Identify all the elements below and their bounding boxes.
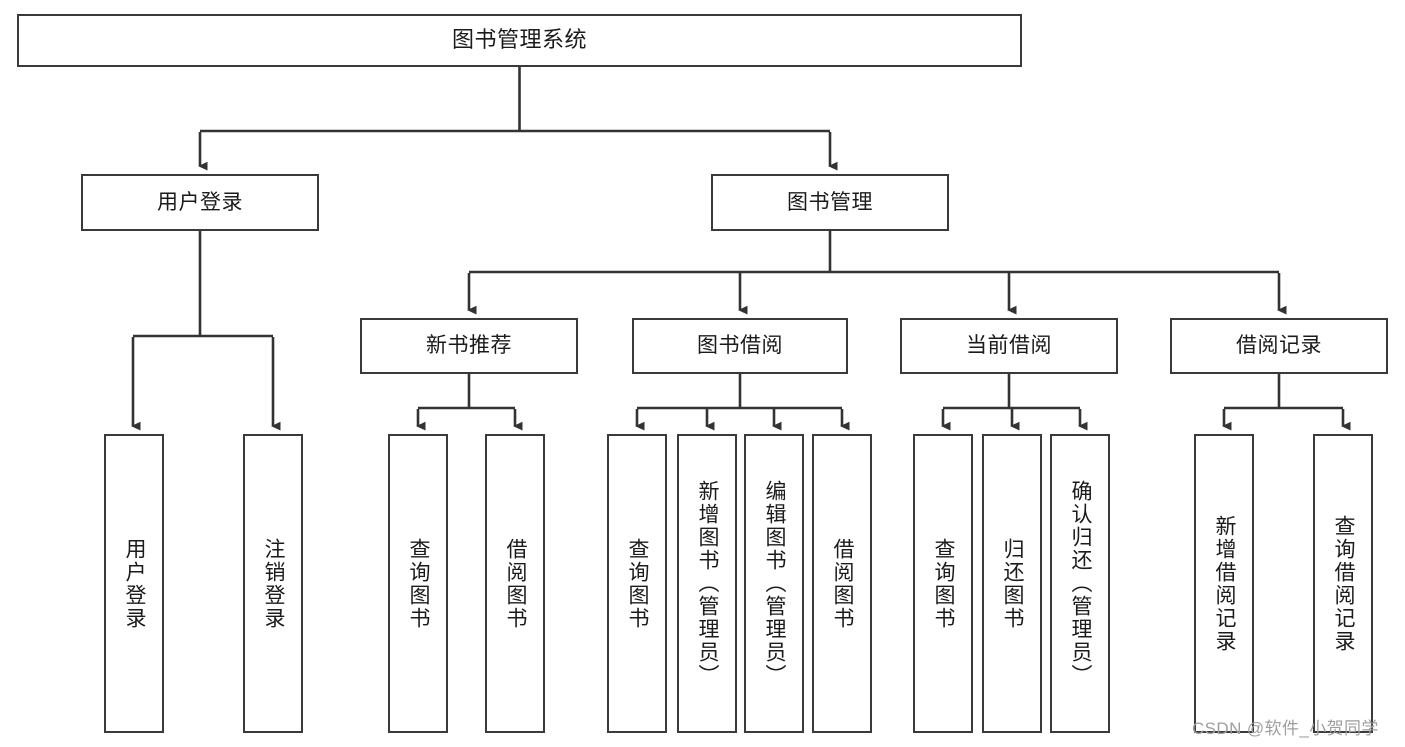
node-leaf-query-record-label: 查询借阅记录 — [1332, 514, 1356, 653]
node-leaf-borrow-book-1[interactable]: 借阅图书 — [485, 434, 545, 733]
watermark-text: CSDN @软件_小贺同学 — [1192, 719, 1379, 738]
node-user-login[interactable]: 用户登录 — [81, 174, 319, 231]
node-borrow-record-label: 借阅记录 — [1236, 334, 1322, 358]
node-book-borrow[interactable]: 图书借阅 — [632, 318, 848, 374]
node-leaf-borrow-book-2[interactable]: 借阅图书 — [812, 434, 872, 733]
node-leaf-edit-book[interactable]: 编辑图书（管理员） — [744, 434, 804, 733]
node-leaf-confirm-return-label: 确认归还（管理员） — [1069, 480, 1093, 687]
node-leaf-logout-label: 注销登录 — [262, 537, 286, 630]
node-leaf-add-record[interactable]: 新增借阅记录 — [1194, 434, 1254, 733]
node-new-book-recommend-label: 新书推荐 — [426, 334, 512, 358]
node-leaf-add-book-label: 新增图书（管理员） — [696, 480, 720, 687]
node-leaf-query-book-3[interactable]: 查询图书 — [913, 434, 973, 733]
node-borrow-record[interactable]: 借阅记录 — [1170, 318, 1388, 374]
node-leaf-add-book[interactable]: 新增图书（管理员） — [677, 434, 737, 733]
node-leaf-user-login-label: 用户登录 — [123, 537, 147, 630]
node-leaf-return-book[interactable]: 归还图书 — [982, 434, 1042, 733]
node-leaf-query-record[interactable]: 查询借阅记录 — [1313, 434, 1373, 733]
node-leaf-borrow-book-1-label: 借阅图书 — [504, 537, 528, 630]
node-leaf-query-book-1-label: 查询图书 — [407, 537, 431, 630]
node-book-borrow-label: 图书借阅 — [697, 334, 783, 358]
node-root[interactable]: 图书管理系统 — [17, 14, 1022, 67]
node-leaf-query-book-1[interactable]: 查询图书 — [388, 434, 448, 733]
node-leaf-confirm-return[interactable]: 确认归还（管理员） — [1050, 434, 1110, 733]
node-user-login-label: 用户登录 — [157, 190, 243, 214]
node-leaf-user-login[interactable]: 用户登录 — [104, 434, 164, 733]
node-current-borrow-label: 当前借阅 — [966, 334, 1052, 358]
node-leaf-return-book-label: 归还图书 — [1001, 537, 1025, 630]
node-leaf-query-book-2-label: 查询图书 — [626, 537, 650, 630]
node-current-borrow[interactable]: 当前借阅 — [900, 318, 1118, 374]
node-root-label: 图书管理系统 — [451, 27, 587, 53]
node-leaf-edit-book-label: 编辑图书（管理员） — [763, 480, 787, 687]
node-leaf-borrow-book-2-label: 借阅图书 — [831, 537, 855, 630]
node-leaf-query-book-3-label: 查询图书 — [932, 537, 956, 630]
node-book-manage-label: 图书管理 — [787, 190, 873, 214]
node-leaf-logout[interactable]: 注销登录 — [243, 434, 303, 733]
node-leaf-add-record-label: 新增借阅记录 — [1213, 514, 1237, 653]
node-new-book-recommend[interactable]: 新书推荐 — [360, 318, 578, 374]
node-leaf-query-book-2[interactable]: 查询图书 — [607, 434, 667, 733]
node-book-manage[interactable]: 图书管理 — [711, 174, 949, 231]
